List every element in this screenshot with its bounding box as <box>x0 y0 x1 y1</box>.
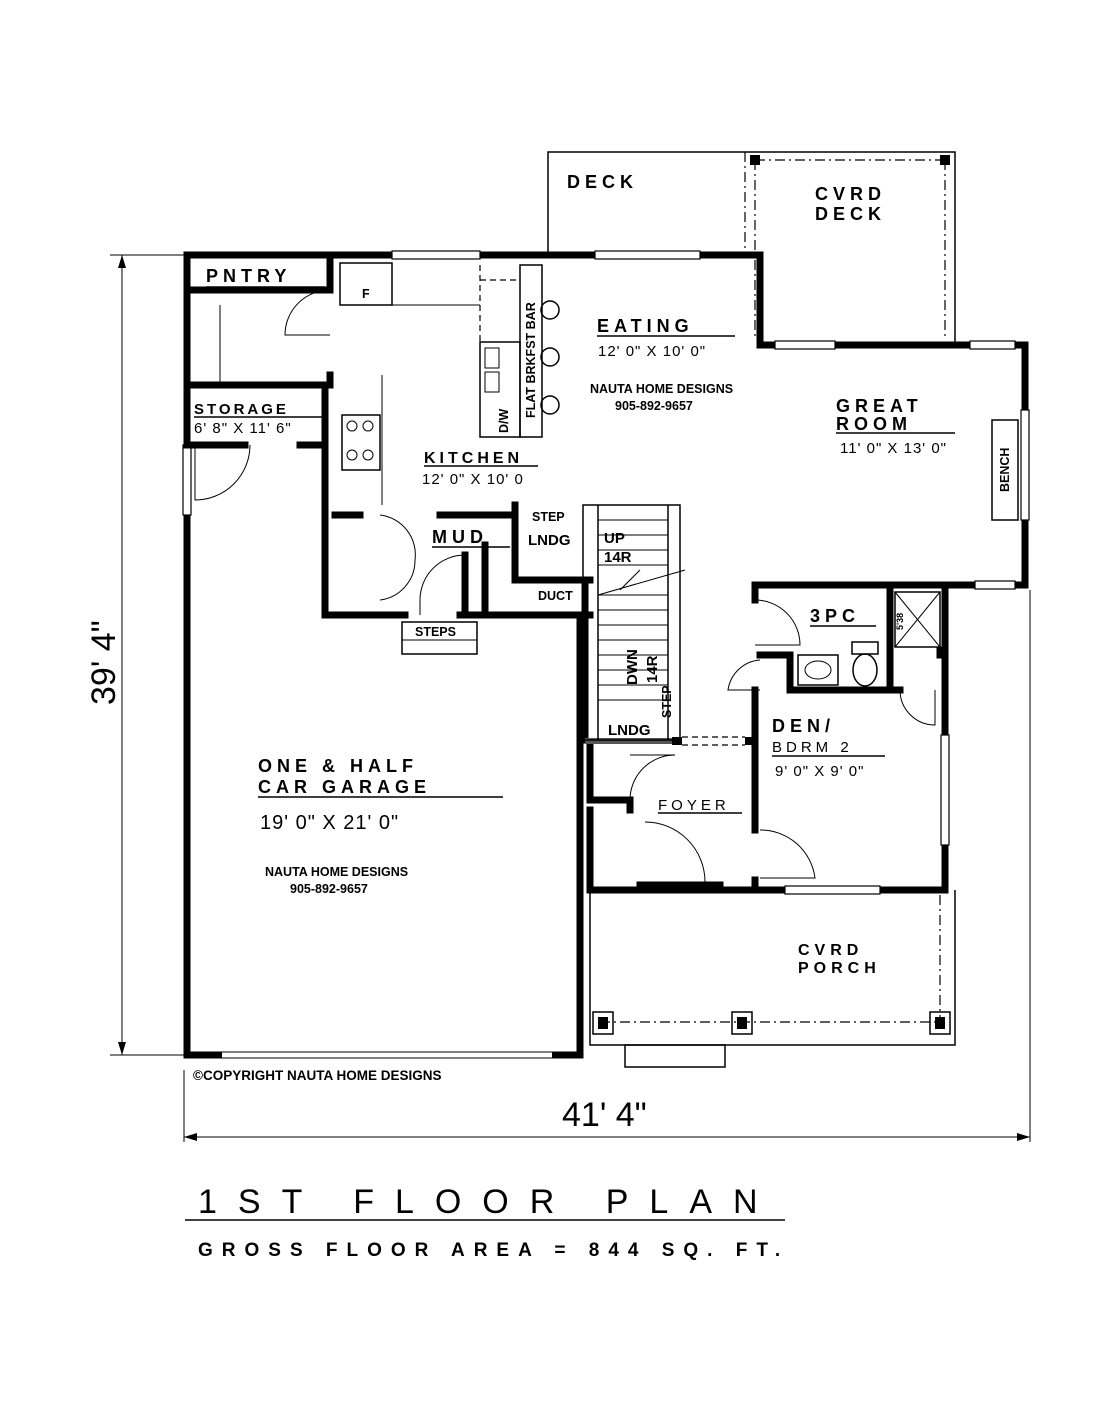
kitchen-fixtures <box>219 262 560 505</box>
watermark-phone-1: 905-892-9657 <box>615 399 693 413</box>
label-dwn-risers: 14R <box>644 655 661 683</box>
dimension-lines <box>110 254 1031 1142</box>
stairs <box>582 504 686 741</box>
mud-steps <box>401 621 478 655</box>
label-lndg-top: LNDG <box>528 532 571 549</box>
label-garage-dim: 19' 0" X 21' 0" <box>260 812 399 834</box>
plan-subtitle: GROSS FLOOR AREA = 844 SQ. FT. <box>198 1240 789 1261</box>
label-fridge: F <box>362 287 370 301</box>
doors <box>194 444 936 883</box>
label-great-dim: 11' 0" X 13' 0" <box>840 440 947 457</box>
interior-walls <box>183 251 959 894</box>
label-kitchen-dim: 12' 0" X 10' 0 <box>422 471 524 488</box>
bench <box>991 419 1019 521</box>
label-foyer: FOYER <box>658 797 730 814</box>
label-eating-dim: 12' 0" X 10' 0" <box>598 343 706 360</box>
label-up-risers: 14R <box>604 549 632 566</box>
label-dw: D/W <box>497 409 511 434</box>
label-cvrd-porch-1: CVRD <box>798 942 863 959</box>
label-steps: STEPS <box>415 625 456 639</box>
label-den: DEN/ <box>772 716 835 736</box>
label-eating: EATING <box>597 316 694 336</box>
label-cvrd-deck-1: CVRD <box>815 184 886 204</box>
label-cvrd-porch-2: PORCH <box>798 960 881 977</box>
plan-title: 1ST FLOOR PLAN <box>198 1183 779 1221</box>
copyright: ©COPYRIGHT NAUTA HOME DESIGNS <box>193 1068 441 1083</box>
label-garage-1: ONE & HALF <box>258 756 418 776</box>
label-step-top: STEP <box>532 510 565 524</box>
deck-outline <box>547 151 956 343</box>
label-breakfast-bar: FLAT BRKFST BAR <box>524 302 538 418</box>
label-duct: DUCT <box>538 589 573 603</box>
label-pntry: PNTRY <box>206 266 291 286</box>
label-dwn: DWN <box>624 649 641 685</box>
label-up: UP <box>604 530 625 547</box>
watermark-name-1: NAUTA HOME DESIGNS <box>590 382 733 396</box>
label-step-side: STEP <box>660 685 674 718</box>
dimension-width: 41' 4" <box>562 1096 647 1134</box>
porch <box>589 890 956 1068</box>
label-3pc: 3PC <box>810 606 860 626</box>
label-shower: 5'38 <box>895 613 905 630</box>
label-lndg-bottom: LNDG <box>608 722 651 739</box>
label-deck: DECK <box>567 172 638 192</box>
label-great: GREAT <box>836 396 923 416</box>
label-storage: STORAGE <box>194 401 289 418</box>
label-bdrm: BDRM 2 <box>772 739 853 756</box>
bath-fixtures <box>797 591 941 687</box>
label-cvrd-deck-2: DECK <box>815 204 886 224</box>
dimension-height: 39' 4" <box>85 620 123 705</box>
label-bench: BENCH <box>998 448 1012 492</box>
watermark-phone-2: 905-892-9657 <box>290 882 368 896</box>
label-garage-2: CAR GARAGE <box>258 777 431 797</box>
label-storage-dim: 6' 8" X 11' 6" <box>194 420 292 437</box>
label-room: ROOM <box>836 414 912 434</box>
watermark-name-2: NAUTA HOME DESIGNS <box>265 865 408 879</box>
label-den-dim: 9' 0" X 9' 0" <box>775 763 864 780</box>
label-mud: MUD <box>432 527 488 547</box>
label-kitchen: KITCHEN <box>424 450 523 467</box>
